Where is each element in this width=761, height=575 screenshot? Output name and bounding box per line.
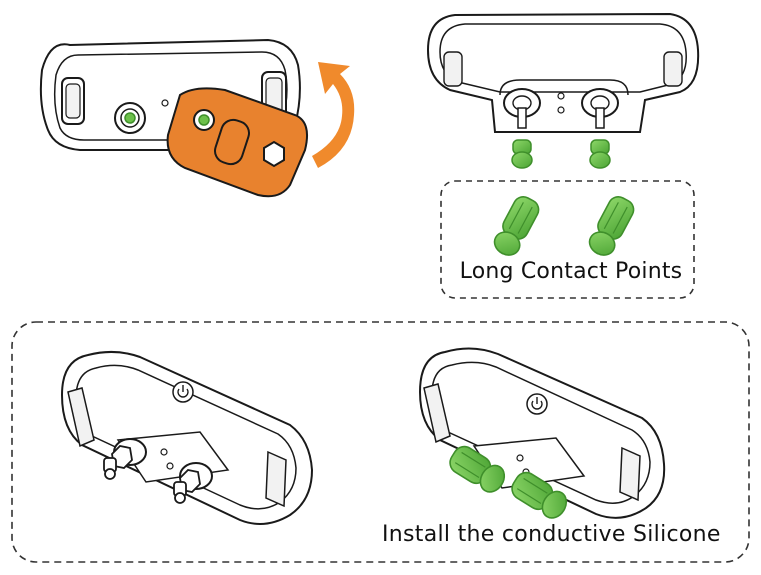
silicone-contact-right (511, 471, 568, 519)
long-contact-points-label: Long Contact Points (459, 259, 683, 284)
receiver-bottom-left (60, 351, 314, 525)
long-contact-left (493, 196, 540, 256)
metal-contact-left (103, 445, 133, 480)
metal-contact-right (173, 469, 201, 504)
bottom-frame (11, 321, 750, 563)
short-contact-left (511, 139, 533, 169)
short-contact-right (589, 139, 611, 169)
install-silicone-label: Install the conductive Silicone (382, 522, 721, 547)
rotate-arrow (312, 62, 355, 168)
long-contacts-frame (440, 180, 695, 299)
long-contact-right (588, 196, 635, 256)
receiver-top-right (426, 12, 700, 133)
silicone-contact-left (449, 445, 506, 493)
orange-cover-plate (166, 87, 308, 198)
